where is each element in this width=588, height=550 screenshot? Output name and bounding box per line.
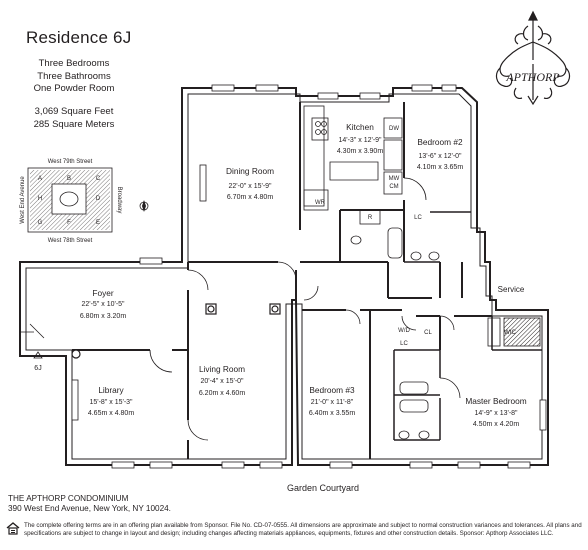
keyplan-letter-b: B [67, 176, 71, 182]
room-library: Library 15'-8" x 15'-3" 4.65m x 4.80m [88, 385, 134, 417]
label-dw: DW [389, 126, 399, 132]
garden-courtyard-label: Garden Courtyard [287, 483, 359, 493]
columns [71, 303, 281, 359]
bedroom-2-imperial: 13'-6" x 12'-0" [418, 153, 462, 160]
legal-disclaimer: The complete offering terms are in an of… [24, 522, 582, 537]
label-lc-bottom: LC [400, 341, 408, 347]
library-name: Library [98, 385, 124, 395]
equal-housing-icon [6, 522, 20, 535]
key-plan: West 79th Street West 78th Street West E… [20, 159, 149, 244]
keyplan-letter-g: G [38, 220, 43, 226]
label-wr: WR [315, 200, 326, 206]
label-cl: CL [424, 330, 432, 336]
fixture-labels: DW MW CM WR R LC LC W/D CL WIC 6J Servic… [34, 126, 525, 372]
label-wic: WIC [504, 330, 516, 336]
apthorp-logo: APTHORP [495, 10, 571, 106]
unit-summary-rooms: Three Bedrooms Three Bathrooms One Powde… [0, 58, 148, 96]
keyplan-letter-c: C [96, 176, 101, 182]
master-bedroom-imperial: 14'-9" x 13'-8" [474, 410, 518, 417]
label-service: Service [498, 285, 525, 294]
bathrooms-count: Three Bathrooms [37, 70, 111, 82]
bath-fixtures [350, 227, 541, 440]
walls [19, 87, 549, 466]
bedroom-3-imperial: 21'-0" x 11'-8" [311, 399, 354, 406]
room-kitchen: Kitchen 14'-3" x 12'-9" 4.30m x 3.90m [337, 122, 383, 155]
square-meters: 285 Square Meters [33, 118, 115, 130]
kitchen-metric: 4.30m x 3.90m [337, 148, 383, 155]
keyplan-letter-h: H [38, 196, 42, 202]
room-foyer: Foyer 22'-5" x 10'-5" 6.80m x 3.20m [80, 288, 126, 320]
door-swings [20, 177, 461, 441]
unit-summary-area: 3,069 Square Feet 285 Square Meters [0, 106, 148, 131]
living-room-name: Living Room [199, 364, 245, 374]
dining-room-name: Dining Room [226, 166, 274, 176]
master-bedroom-name: Master Bedroom [465, 396, 526, 406]
building-name: THE APTHORP CONDOMINIUM [8, 494, 129, 503]
bedroom-3-metric: 6.40m x 3.55m [309, 410, 355, 417]
kitchen-name: Kitchen [346, 122, 374, 132]
building-address: 390 West End Avenue, New York, NY 10024. [8, 504, 171, 513]
windows [71, 84, 547, 469]
label-unit: 6J [34, 365, 41, 372]
bedroom-2-metric: 4.10m x 3.65m [417, 164, 463, 171]
foyer-name: Foyer [92, 288, 113, 298]
powder-room-count: One Powder Room [33, 83, 115, 94]
residence-title: Residence 6J [26, 28, 132, 47]
room-dining-room: Dining Room 22'-0" x 15'-9" 6.70m x 4.80… [226, 166, 274, 201]
keyplan-south-street: West 78th Street [48, 238, 93, 244]
keyplan-north-street: West 79th Street [48, 159, 93, 165]
entry-arrow-icon [33, 351, 43, 359]
living-room-imperial: 20'-4" x 15'-0" [200, 378, 244, 385]
keyplan-east-street: Broadway [116, 187, 122, 214]
foyer-imperial: 22'-5" x 10'-5" [81, 301, 125, 308]
master-bedroom-metric: 4.50m x 4.20m [473, 421, 519, 428]
label-r: R [368, 215, 373, 221]
keyplan-letter-e: E [96, 220, 100, 226]
room-bedroom-2: Bedroom #2 13'-6" x 12'-0" 4.10m x 3.65m [417, 137, 463, 171]
label-cm: CM [389, 184, 398, 190]
logo-wordmark: APTHORP [505, 70, 560, 84]
square-feet: 3,069 Square Feet [34, 106, 114, 117]
room-living-room: Living Room 20'-4" x 15'-0" 6.20m x 4.60… [199, 364, 245, 397]
room-master-bedroom: Master Bedroom 14'-9" x 13'-8" 4.50m x 4… [465, 396, 526, 428]
label-mw: MW [389, 176, 400, 182]
library-metric: 4.65m x 4.80m [88, 410, 134, 417]
kitchen-imperial: 14'-3" x 12'-9" [338, 137, 382, 144]
keyplan-letter-f: F [67, 220, 71, 226]
foyer-metric: 6.80m x 3.20m [80, 313, 126, 320]
living-room-metric: 6.20m x 4.60m [199, 390, 245, 397]
keyplan-letter-d: D [96, 196, 101, 202]
room-bedroom-3: Bedroom #3 21'-0" x 11'-8" 6.40m x 3.55m [309, 385, 355, 417]
bedroom-3-name: Bedroom #3 [309, 385, 355, 395]
bedrooms-count: Three Bedrooms [38, 58, 110, 69]
dining-room-imperial: 22'-0" x 15'-9" [228, 183, 272, 190]
library-imperial: 15'-8" x 15'-3" [89, 399, 133, 406]
kitchen-fixtures [303, 105, 403, 225]
label-wd: W/D [398, 328, 410, 334]
dining-room-metric: 6.70m x 4.80m [227, 194, 273, 201]
keyplan-letter-a: A [38, 176, 42, 182]
label-lc-top: LC [414, 215, 422, 221]
bedroom-2-name: Bedroom #2 [417, 137, 463, 147]
keyplan-west-street: West End Avenue [20, 176, 26, 224]
